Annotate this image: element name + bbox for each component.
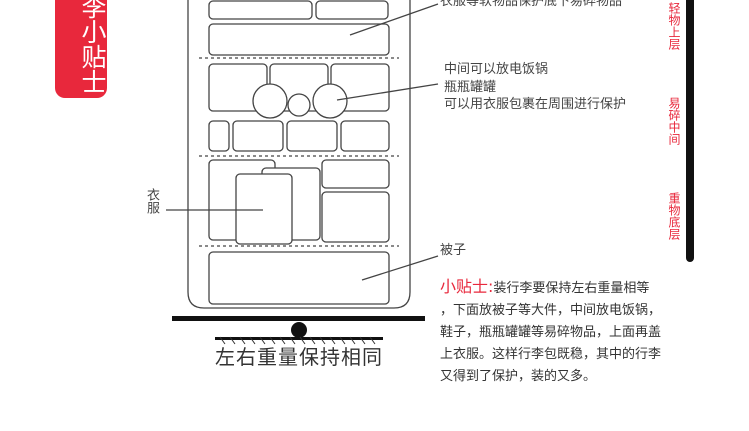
jar-left <box>252 83 288 119</box>
clothes-bundle <box>235 173 293 245</box>
tip-block: 小贴士:装行李要保持左右重量相等 ，下面放被子等大件，中间放电饭锅， 鞋子，瓶瓶… <box>440 276 710 388</box>
quilt-box <box>208 251 390 305</box>
top-item-1 <box>208 0 313 20</box>
tip-line-3: 鞋子，瓶瓶罐罐等易碎物品，上面再盖 <box>440 325 662 340</box>
jar-small <box>287 93 311 117</box>
tip-title: 小贴士: <box>440 277 494 296</box>
top-item-2 <box>315 0 389 20</box>
lower-box-4 <box>321 191 390 243</box>
tip-line-2: ，下面放被子等大件，中间放电饭锅， <box>440 303 662 318</box>
tip-line-5: 又得到了保护，装的又多。 <box>440 369 597 384</box>
support-bar <box>172 316 425 321</box>
middle-box-4 <box>208 120 230 152</box>
annotation-soft-items: 衣服等软物品保护底下易碎物品 <box>440 0 623 9</box>
pivot-ball <box>291 322 307 338</box>
suitcase-outline <box>187 0 411 309</box>
middle-box-5 <box>232 120 284 152</box>
lower-box-3 <box>321 159 390 189</box>
pointer-middle <box>336 83 439 101</box>
middle-box-7 <box>340 120 390 152</box>
side-label-bottom: 重物底层 <box>667 192 681 240</box>
annotation-middle-2: 瓶瓶罐罐 <box>444 80 497 95</box>
title-tag-text: 李小贴士 <box>78 0 107 94</box>
annotation-middle-3: 可以用衣服包裹在周围进行保护 <box>444 97 627 112</box>
pointer-quilt <box>361 255 439 281</box>
jar-right <box>312 83 348 119</box>
title-tag: 李小贴士 <box>55 0 107 98</box>
annotation-clothes: 衣服 <box>144 188 159 214</box>
side-label-top: 轻物上层 <box>667 2 681 50</box>
middle-box-6 <box>286 120 338 152</box>
balance-caption: 左右重量保持相同 <box>215 345 383 369</box>
annotation-middle-1: 中间可以放电饭锅 <box>444 62 549 77</box>
pointer-soft-items <box>349 3 439 36</box>
side-label-middle: 易碎中间 <box>667 97 681 145</box>
layer-scale-bar <box>686 0 694 262</box>
top-item-3 <box>208 23 390 56</box>
ground-line <box>215 337 383 340</box>
tip-line-1: 装行李要保持左右重量相等 <box>493 281 650 296</box>
annotation-quilt: 被子 <box>440 243 467 258</box>
tip-line-4: 上衣服。这样行李包既稳，其中的行李 <box>440 347 662 362</box>
